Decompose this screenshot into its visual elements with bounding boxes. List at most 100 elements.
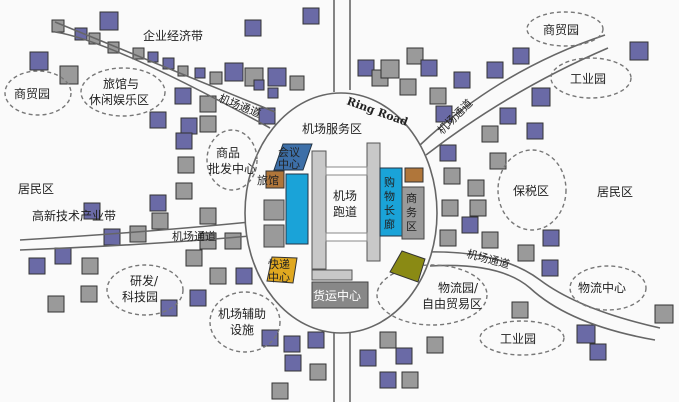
office-building — [160, 299, 178, 317]
building — [429, 87, 447, 105]
label-conference-1: 会议 — [278, 146, 300, 159]
office-building — [461, 216, 479, 234]
building — [81, 257, 99, 275]
gray-block-2 — [263, 224, 285, 248]
zone-aux — [209, 291, 281, 353]
zone-logistics-center — [569, 265, 647, 311]
office-building — [589, 343, 607, 361]
olive-block — [389, 250, 426, 283]
building — [469, 199, 487, 217]
building — [51, 19, 65, 33]
express-center-block — [266, 256, 298, 284]
office-building — [149, 111, 167, 129]
office-building — [576, 324, 596, 344]
office-building — [453, 71, 471, 89]
office-building — [307, 331, 325, 349]
building — [177, 65, 189, 77]
zones — [4, 11, 647, 356]
label-wholesale-2: 批发中心 — [208, 161, 256, 176]
road-lower-right — [424, 251, 661, 329]
label-runway-2: 跑道 — [333, 205, 357, 219]
office-building — [180, 117, 198, 135]
office-building — [224, 62, 244, 82]
airport-core — [263, 142, 426, 309]
office-building — [244, 19, 262, 37]
label-industrial-right: 工业园 — [570, 72, 606, 86]
office-building — [99, 11, 119, 31]
label-residential-left: 居民区 — [18, 182, 54, 196]
building — [289, 75, 305, 91]
runway-left — [311, 150, 327, 270]
taxiway-bottom — [325, 232, 368, 242]
office-building — [629, 41, 649, 61]
hotel-block — [265, 170, 285, 189]
office-building — [359, 349, 377, 367]
building — [379, 331, 397, 349]
label-mall-2: 物 — [384, 189, 395, 203]
label-aux-2: 设施 — [230, 323, 254, 337]
label-wholesale-1: 商品 — [216, 145, 240, 160]
road-lower-right-2 — [429, 264, 656, 341]
label-mall-4: 廊 — [384, 217, 395, 231]
label-cargo-center: 货运中心 — [313, 288, 361, 303]
label-express-2: 中心 — [268, 271, 290, 284]
zone-industrial-bottom — [479, 320, 565, 356]
orange-block — [404, 167, 424, 183]
building — [654, 304, 674, 324]
road-upper-left-2 — [54, 31, 271, 129]
zone-rnd — [106, 264, 184, 316]
road-upper-right-2 — [425, 47, 609, 156]
office-building — [261, 329, 279, 347]
runway-right — [366, 142, 381, 262]
label-enterprise-belt: 企业经济带 — [143, 28, 203, 43]
zone-industrial-right — [550, 57, 632, 99]
office-building — [28, 257, 46, 275]
office-building — [486, 61, 504, 79]
office-building — [420, 59, 438, 77]
office-building — [149, 194, 167, 212]
office-building — [435, 105, 453, 123]
office-building — [194, 67, 206, 79]
building — [401, 371, 419, 389]
building — [209, 71, 223, 85]
label-rnd-1: 研发/ — [130, 273, 159, 288]
building — [59, 65, 79, 85]
building — [47, 295, 65, 313]
conference-center-block — [273, 143, 313, 171]
office-building — [174, 87, 192, 105]
label-runway-1: 机场 — [333, 189, 357, 203]
label-residential-right: 居民区 — [597, 185, 633, 199]
label-corridor-nw: 机场通道 — [217, 91, 263, 120]
office-building — [83, 202, 101, 220]
office-building — [253, 79, 265, 91]
shopping-left-block — [285, 173, 309, 245]
building — [399, 78, 417, 96]
label-mall-1: 购 — [384, 175, 395, 189]
office-building — [267, 87, 279, 99]
label-hotel-leisure-1: 旅馆与 — [103, 76, 139, 91]
label-business-2: 务 — [406, 206, 417, 219]
building — [199, 115, 217, 133]
road-left-2 — [19, 235, 251, 251]
label-logistics-center: 物流中心 — [578, 280, 626, 295]
zone-hotel-leisure — [80, 67, 166, 117]
office-building — [235, 267, 253, 285]
label-aux-1: 机场辅助 — [218, 307, 266, 321]
label-rnd-2: 科技园 — [122, 290, 158, 304]
label-hotel-leisure-2: 休闲娱乐区 — [89, 93, 149, 107]
label-logistics-ftz-1: 物流园/ — [438, 281, 479, 295]
building — [224, 232, 242, 250]
building — [199, 207, 217, 225]
business-block — [401, 186, 425, 240]
road-left — [19, 221, 251, 241]
building — [177, 156, 195, 174]
taxiway-top — [325, 166, 368, 176]
building — [481, 231, 499, 249]
label-high-tech-belt: 高新技术产业带 — [32, 208, 116, 223]
office-building — [439, 144, 457, 162]
apron — [311, 269, 353, 281]
office-building — [499, 107, 517, 125]
building — [185, 249, 203, 267]
building — [517, 244, 535, 262]
